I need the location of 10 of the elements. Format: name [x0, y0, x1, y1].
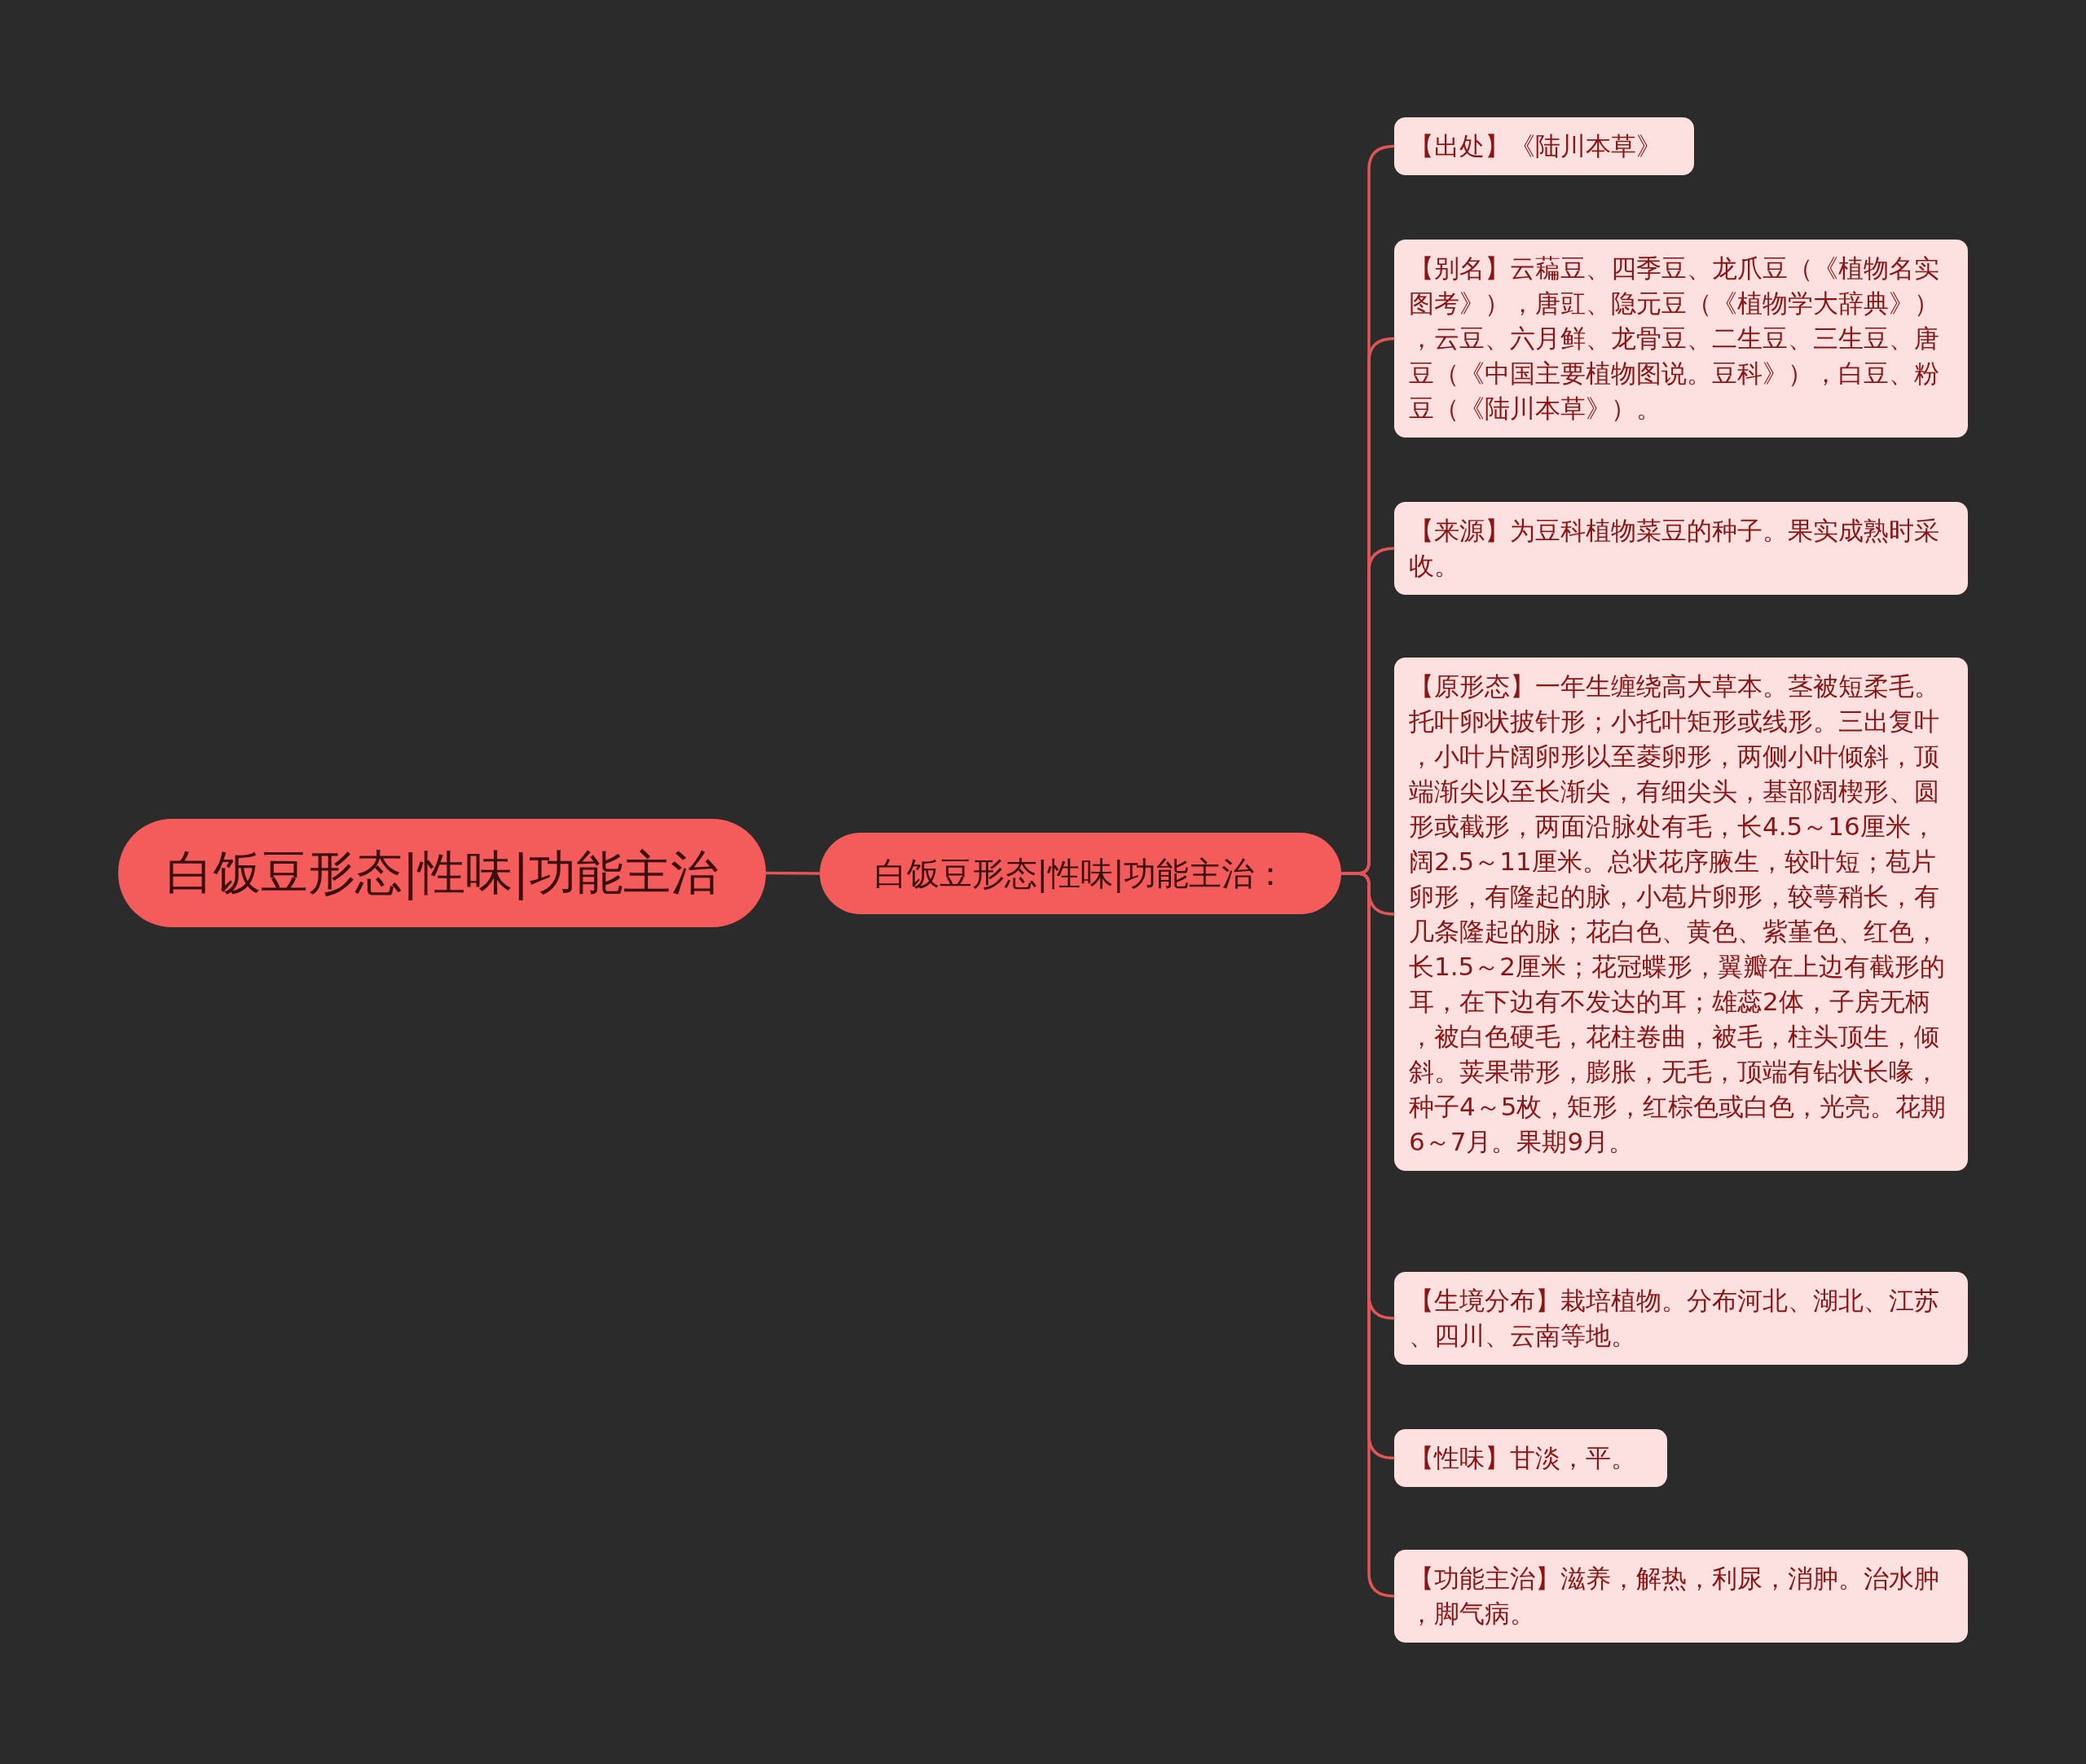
- connector-line: [766, 871, 820, 875]
- note-box: 【生境分布】栽培植物。分布河北、湖北、江苏、四川、云南等地。: [1394, 1272, 1968, 1365]
- note-box: 【功能主治】滋养，解热，利尿，消肿。治水肿，脚气病。: [1394, 1550, 1968, 1643]
- subtopic-box: 白饭豆形态|性味|功能主治：: [820, 833, 1341, 914]
- note-box: 【别名】云藊豆、四季豆、龙爪豆（《植物名实图考》），唐豇、隐元豆（《植物学大辞典》），云豆、六月鲜、龙骨豆、二生豆、三生豆、唐豆（《中国主要植物图说。豆科》），白豆、粉豆（《陆川本草》）。: [1394, 240, 1968, 438]
- central-topic: 白饭豆形态|性味|功能主治: [118, 819, 766, 927]
- note-box: 【来源】为豆科植物菜豆的种子。果实成熟时采收。: [1394, 502, 1968, 595]
- note-box: 【出处】《陆川本草》: [1394, 117, 1694, 175]
- note-box: 【性味】甘淡，平。: [1394, 1429, 1667, 1487]
- note-box: 【原形态】一年生缠绕高大草本。茎被短柔毛。托叶卵状披针形；小托叶矩形或线形。三出复叶，小叶片阔卵形以至菱卵形，两侧小叶倾斜，顶端渐尖以至长渐尖，有细尖头，基部阔楔形、圆形或截形，两面沿脉处有毛，长4.5～16厘米，阔2.5～11厘米。总状花序腋生，较叶短；苞片卵形，有隆起的脉，小苞片卵形，较萼稍长，有几条隆起的脉；花白色、黄色、紫堇色、红色，长1.5～2厘米；花冠蝶形，翼瓣在上边有截形的耳，在下边有不发达的耳；雄蕊2体，子房无柄，被白色硬毛，花柱卷曲，被毛，柱头顶生，倾斜。荚果带形，膨胀，无毛，顶端有钻状长喙，种子4～5枚，矩形，红棕色或白色，光亮。花期6～7月。果期9月。: [1394, 658, 1968, 1171]
